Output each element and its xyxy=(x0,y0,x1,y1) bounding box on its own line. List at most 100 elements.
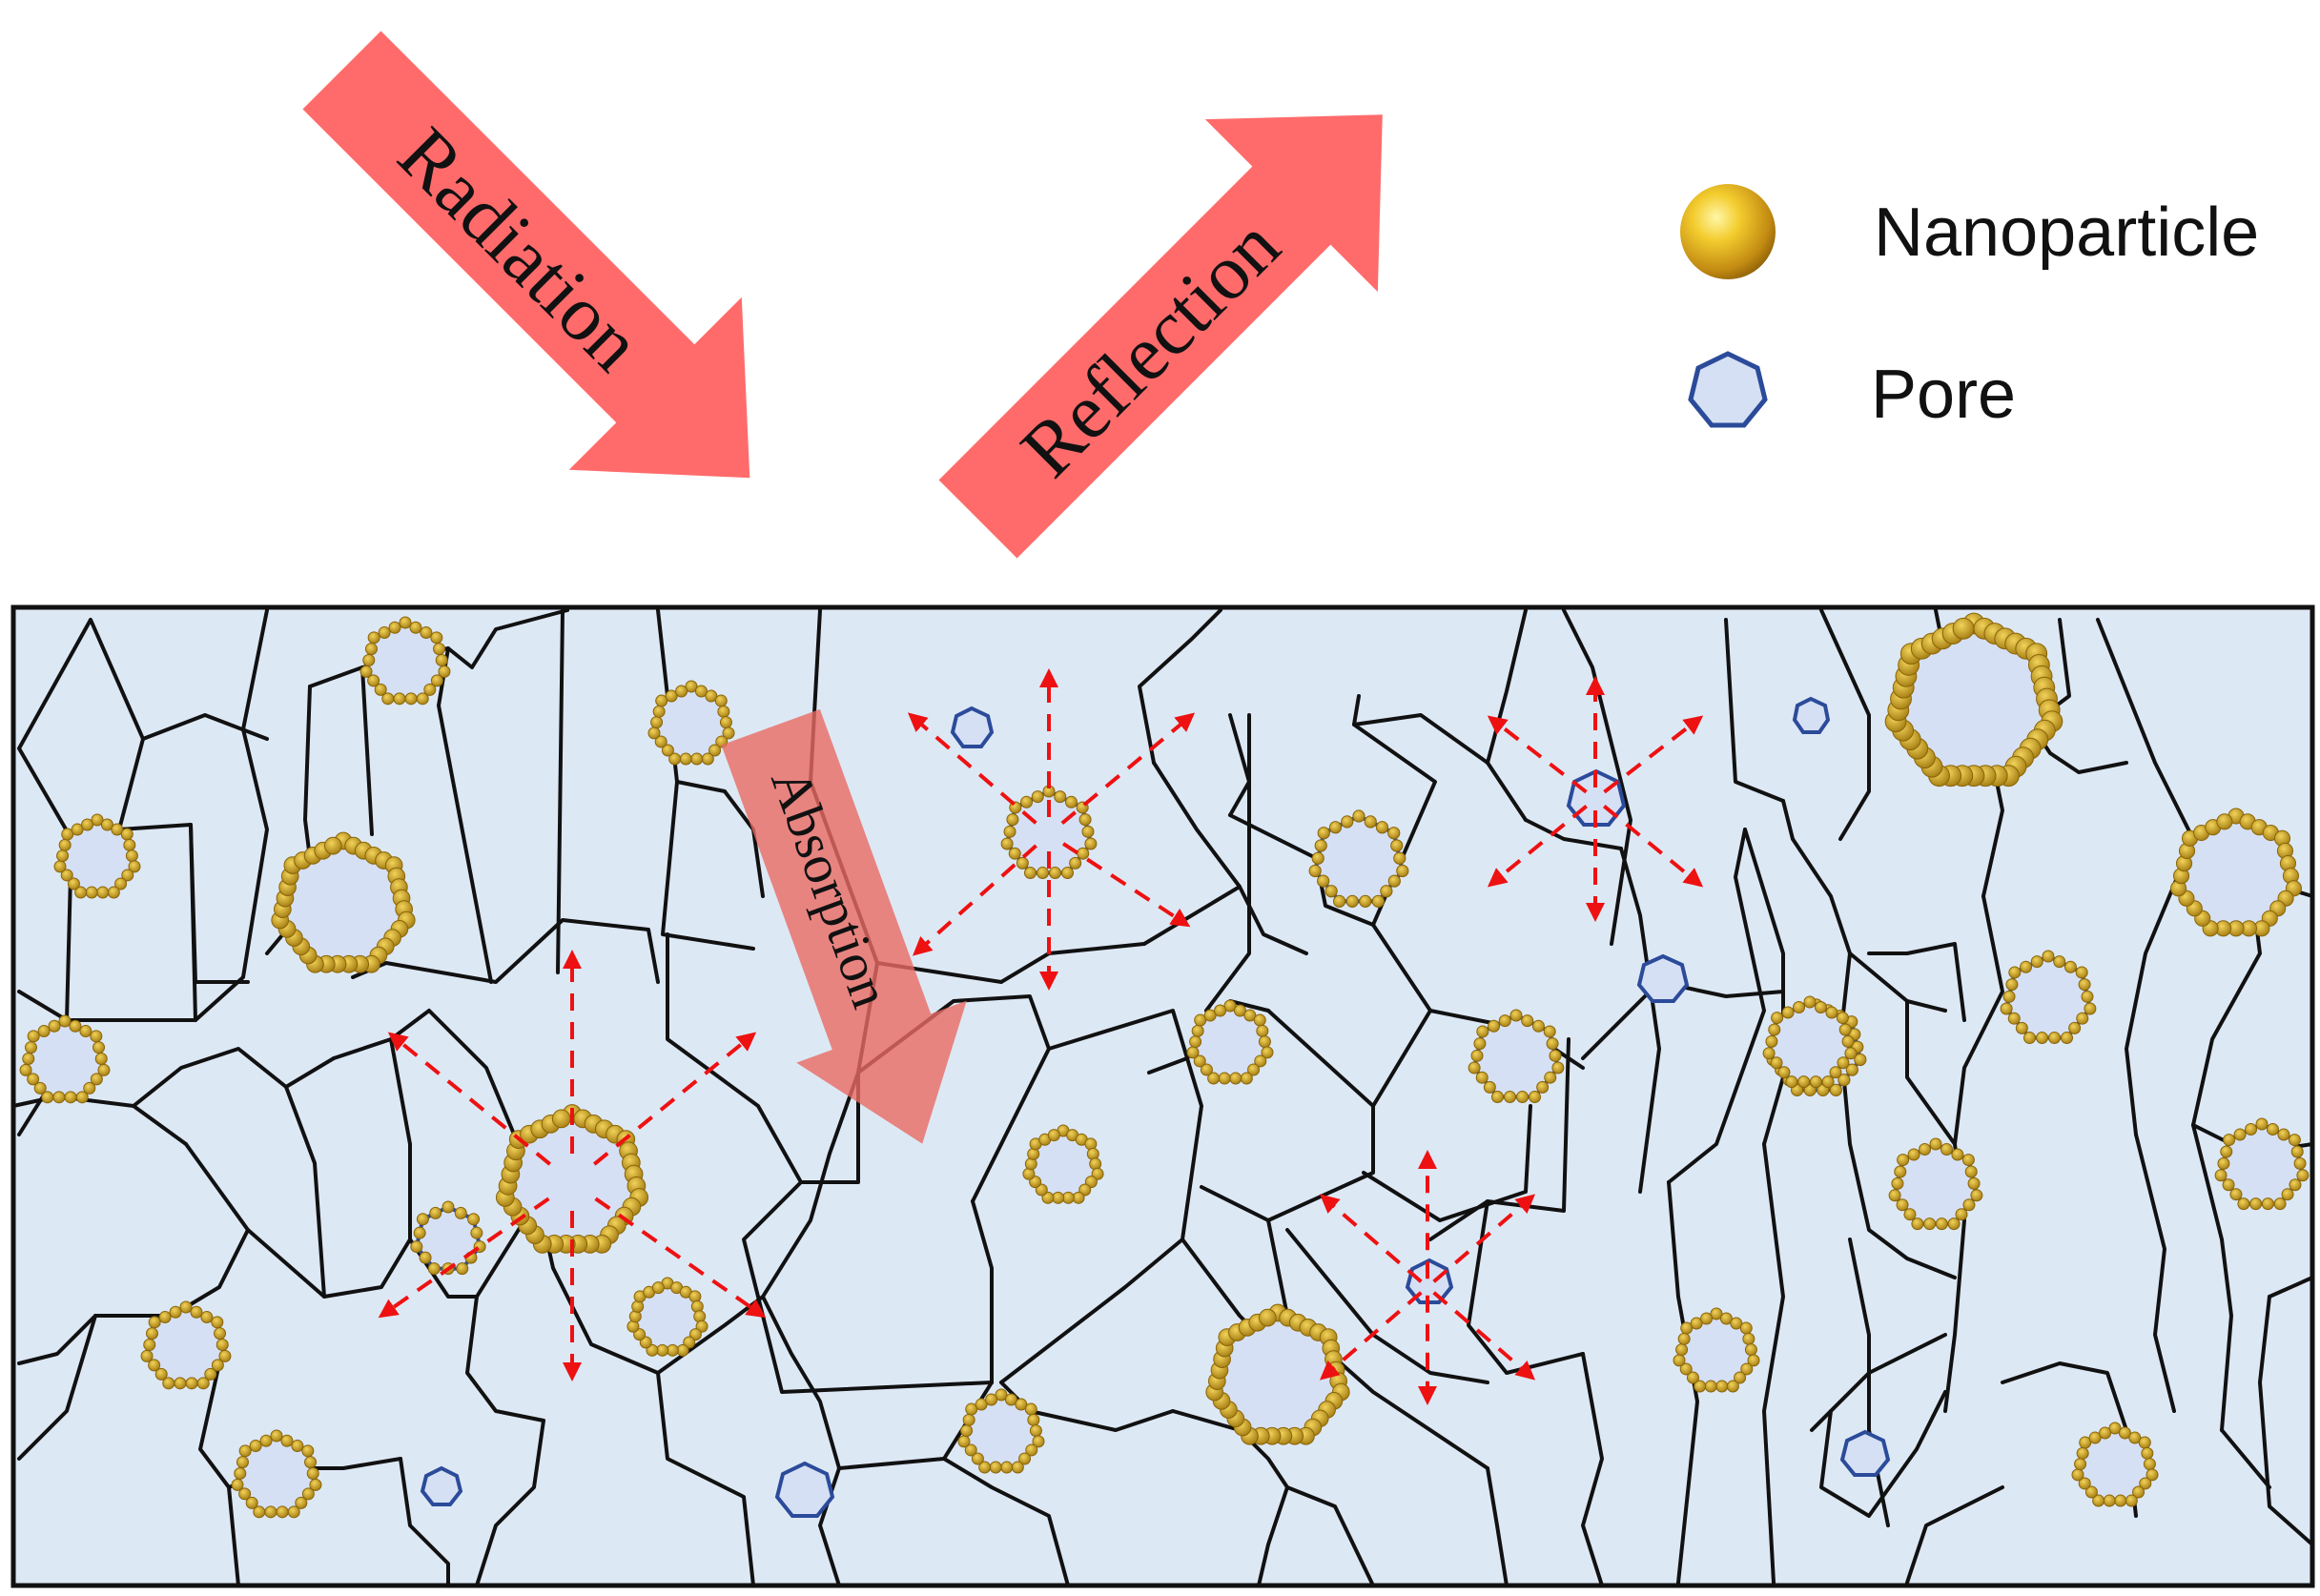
nanoparticle-dot xyxy=(1072,1191,1085,1204)
nanoparticle-dot xyxy=(1516,1091,1530,1104)
nanoparticle-dot xyxy=(650,716,664,729)
nanoparticle-dot xyxy=(1490,1091,1504,1104)
nanoparticle-dot xyxy=(92,1041,106,1054)
pore xyxy=(1839,1429,1891,1477)
nanoparticle-dot xyxy=(1324,885,1338,898)
nanoparticle-dot xyxy=(381,692,395,706)
nanoparticle-dot xyxy=(2042,950,2055,963)
nanoparticle-dot xyxy=(53,860,67,873)
nanoparticle-dot xyxy=(1700,1312,1714,1325)
nanoparticle-dot xyxy=(58,1014,72,1028)
nanoparticle-dot xyxy=(1747,1354,1760,1367)
nanoparticle-dot xyxy=(1078,1183,1092,1197)
nanoparticle-dot xyxy=(975,1398,988,1411)
nanoparticle-dot xyxy=(1970,1189,1983,1202)
nanoparticle-dot xyxy=(2143,1458,2156,1471)
nanoparticle-dot xyxy=(1032,1435,1045,1448)
nanoparticle-dot xyxy=(1023,867,1037,880)
nanoparticle-dot xyxy=(656,1343,669,1357)
nanoparticle-dot xyxy=(1018,1452,1032,1465)
nanoparticle-dot xyxy=(1762,1047,1776,1060)
nanoparticle-dot xyxy=(1694,1380,1707,1393)
reflection-arrow: Reflection xyxy=(938,114,1383,559)
nanoparticle-dot xyxy=(1797,1075,1811,1089)
pore-legend-icon xyxy=(1688,351,1768,428)
nanoparticle-dot xyxy=(1952,617,1975,640)
nanoparticle-dot xyxy=(96,886,110,899)
nanoparticle-dot xyxy=(2237,1197,2250,1211)
nanoparticle-dot xyxy=(456,1262,469,1276)
nanoparticle-dot xyxy=(364,643,378,656)
nanoparticle-dot xyxy=(1011,1461,1024,1474)
nanoparticle-dot xyxy=(1777,1066,1791,1079)
nanoparticle-dot xyxy=(1468,1061,1481,1074)
nanoparticle-dot xyxy=(1036,867,1049,880)
nanoparticle-dot xyxy=(2261,1197,2274,1211)
nanoparticle-dot xyxy=(216,1339,229,1352)
nanoparticle-dot xyxy=(2053,955,2066,969)
nanoparticle-dot xyxy=(2022,1032,2036,1045)
nanoparticle-dot xyxy=(270,1429,283,1443)
nanoparticle-dot xyxy=(154,1367,168,1381)
nanoparticle-legend-icon xyxy=(1680,184,1776,279)
nanoparticle-dot xyxy=(1049,867,1062,880)
nanoparticle-dot xyxy=(1814,1001,1827,1014)
scatter-arrow xyxy=(1603,715,1704,794)
nanoparticle-dot xyxy=(1825,1006,1838,1019)
nanoparticle-dot xyxy=(1498,1014,1511,1028)
nanoparticle-dot xyxy=(1078,813,1092,827)
nanoparticle-dot xyxy=(454,1206,467,1219)
nanoparticle-dot xyxy=(1191,1024,1204,1037)
nanoparticle-dot xyxy=(2048,1032,2062,1045)
nanoparticle-dot xyxy=(1054,790,1067,804)
nanoparticle-dot xyxy=(1084,837,1098,850)
nanoparticle-dot xyxy=(2081,990,2094,1003)
nanoparticle-dot xyxy=(1888,1189,1901,1202)
nanoparticle-dot xyxy=(1675,1343,1689,1357)
nanoparticle-dot xyxy=(1371,894,1386,908)
nanoparticle-dot xyxy=(430,674,443,687)
nanoparticle-dot xyxy=(654,735,667,748)
nanoparticle-dot xyxy=(2141,1446,2154,1460)
nanoparticle-dot xyxy=(647,726,661,740)
nanoparticle-dot xyxy=(2289,1178,2302,1192)
nanoparticle-dot xyxy=(37,1025,51,1038)
nanoparticle-dot xyxy=(1690,1317,1703,1330)
nanoparticle-dot xyxy=(429,1206,442,1219)
nanoparticle-dot xyxy=(41,1091,54,1104)
nanoparticle-dot xyxy=(1940,1143,1953,1156)
nanoparticle-dot xyxy=(1064,795,1078,808)
nanoparticle-dot xyxy=(679,752,692,766)
nanoparticle-dot xyxy=(1240,1072,1253,1085)
nanoparticle-dot xyxy=(2020,960,2033,973)
coated-pore xyxy=(410,1200,486,1276)
nanoparticle-dot xyxy=(2002,990,2016,1003)
nanoparticle-dot xyxy=(2015,1021,2028,1034)
coated-pore xyxy=(1022,1124,1104,1204)
nanoparticle-dot xyxy=(253,1505,266,1519)
nanoparticle-dot xyxy=(413,1226,426,1239)
nanoparticle-dot xyxy=(22,1053,35,1066)
nanoparticle-dot xyxy=(399,616,412,629)
nanoparticle-dot xyxy=(1047,1129,1060,1142)
nanoparticle-dot xyxy=(1015,1398,1028,1411)
nanoparticle-dot xyxy=(1961,1154,1975,1167)
nanoparticle-dot xyxy=(1393,851,1406,865)
nanoparticle-dot xyxy=(1531,1019,1545,1033)
coated-pore xyxy=(1673,1307,1760,1393)
nanoparticle-dot xyxy=(1503,1091,1516,1104)
nanoparticle-dot xyxy=(965,1402,978,1416)
nanoparticle-dot xyxy=(1475,1071,1488,1084)
nanoparticle-dot xyxy=(964,1443,977,1457)
nanoparticle-dot xyxy=(190,1305,203,1319)
nanoparticle-dot xyxy=(174,1377,187,1390)
coated-pore xyxy=(1205,1303,1350,1445)
nanoparticle-dot xyxy=(359,665,373,678)
nanoparticle-dot xyxy=(2078,978,2091,992)
nanoparticle-dot xyxy=(1704,1380,1717,1393)
nanoparticle-dot xyxy=(60,869,73,882)
nanoparticle-dot xyxy=(179,1300,193,1314)
nanoparticle-dot xyxy=(1544,1071,1557,1084)
nanoparticle-dot xyxy=(2092,1494,2105,1507)
nanoparticle-dot xyxy=(1677,1332,1691,1345)
